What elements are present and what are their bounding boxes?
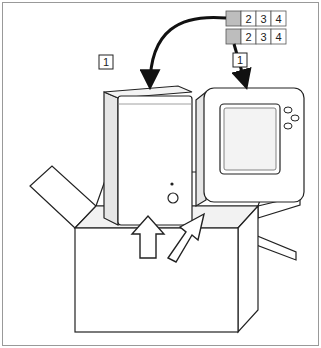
- thermostat-button: [284, 123, 292, 129]
- grid-cell: [241, 11, 256, 26]
- receiver-edge: [118, 104, 192, 105]
- lift-arrow: [132, 216, 164, 258]
- thermostat-button: [291, 115, 299, 121]
- thermostat-front: [204, 88, 304, 202]
- grid-cell: [241, 29, 256, 44]
- callout-number: 1: [103, 56, 109, 68]
- grid-number: 2: [245, 31, 251, 43]
- thermostat-display: [220, 104, 280, 174]
- callout-box: [99, 55, 113, 69]
- grid-cell: [271, 11, 286, 26]
- grid-cell: [256, 11, 271, 26]
- grid-cell: [226, 11, 241, 26]
- receiver-front: [118, 96, 192, 225]
- grid-number: 3: [260, 31, 266, 43]
- frame-border: [3, 3, 319, 346]
- thermostat-screen: [224, 108, 276, 170]
- receiver-side: [104, 92, 118, 225]
- pointer-arrow: [150, 17, 226, 86]
- lift-arrow: [168, 214, 204, 262]
- grid-number: 3: [260, 13, 266, 25]
- grid-cell: [226, 29, 241, 44]
- grid-cell: [271, 29, 286, 44]
- grid-number: 4: [275, 31, 281, 43]
- callout-box: [233, 53, 247, 67]
- callout-number: 1: [237, 54, 243, 66]
- box-side: [238, 206, 258, 332]
- pointer-arrow: [234, 44, 246, 86]
- receiver-button: [168, 193, 178, 203]
- grid-number: 2: [245, 13, 251, 25]
- grid-number: 4: [275, 13, 281, 25]
- grid-cell: [256, 29, 271, 44]
- receiver-led: [170, 182, 173, 185]
- thermostat-button: [284, 107, 292, 113]
